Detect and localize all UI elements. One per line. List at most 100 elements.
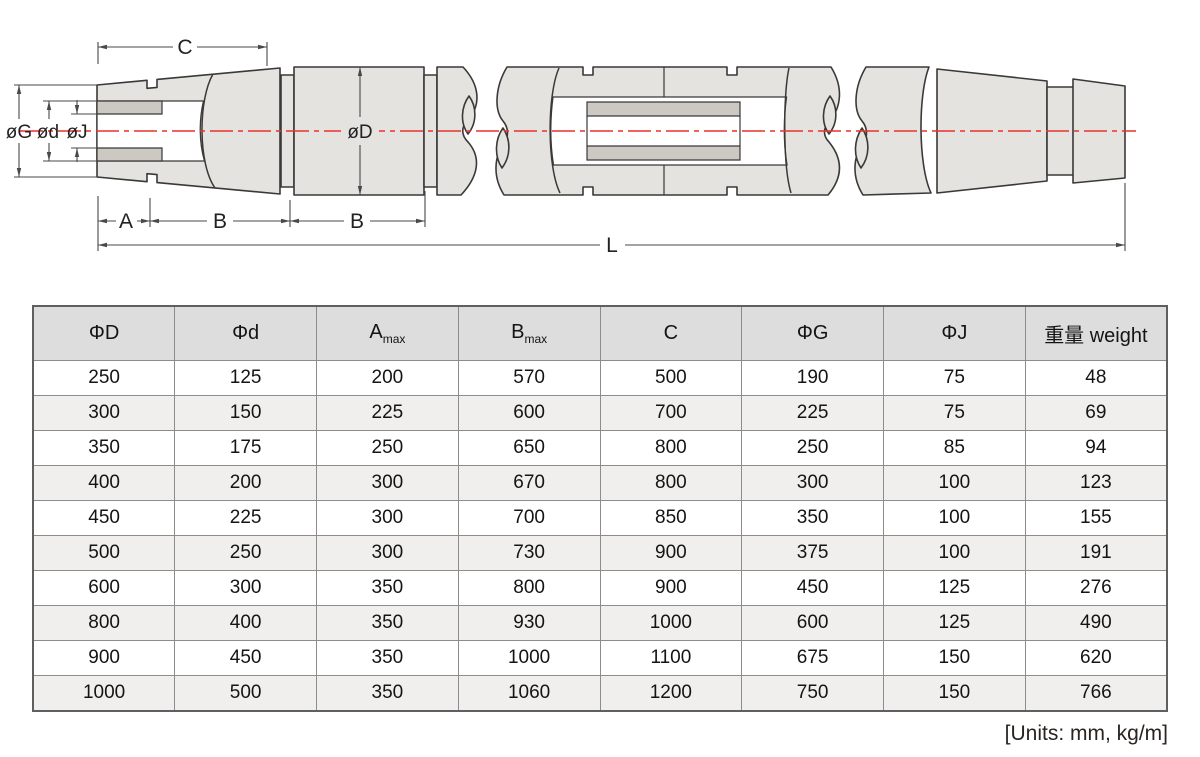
table-cell: 350: [32, 430, 176, 466]
column-header: ΦD: [32, 305, 176, 361]
table-cell: 700: [457, 500, 601, 536]
table-cell: 150: [883, 675, 1026, 712]
table-cell: 490: [1024, 605, 1168, 641]
table-cell: 300: [316, 500, 459, 536]
dim-label-l: L: [606, 234, 618, 257]
table-cell: 300: [32, 395, 176, 431]
table-cell: 175: [174, 430, 317, 466]
break-leaf: [822, 95, 837, 135]
dim-label-b1: B: [213, 210, 227, 233]
table-cell: 100: [883, 465, 1026, 501]
table-cell: 155: [1024, 500, 1168, 536]
shaft-cross-section-diagram: C øG ød øJ øD A B B: [6, 36, 1136, 257]
table-cell: 75: [883, 395, 1026, 431]
table-cell: 1060: [457, 675, 601, 712]
table-cell: 350: [316, 570, 459, 606]
table-cell: 600: [32, 570, 176, 606]
table-cell: 600: [457, 395, 601, 431]
break-leaf: [461, 95, 476, 135]
table-cell: 800: [32, 605, 176, 641]
table-cell: 69: [1024, 395, 1168, 431]
dim-label-c: C: [177, 36, 192, 59]
column-header: Φd: [174, 305, 317, 361]
table-cell: 75: [883, 360, 1026, 396]
table-cell: 900: [599, 570, 743, 606]
table-cell: 250: [316, 430, 459, 466]
table-cell: 150: [174, 395, 317, 431]
table-cell: 1200: [599, 675, 743, 712]
table-cell: 670: [457, 465, 601, 501]
table-cell: 750: [741, 675, 884, 712]
table-cell: 350: [316, 605, 459, 641]
break-leaf: [854, 127, 869, 169]
table-cell: 191: [1024, 535, 1168, 571]
table-cell: 800: [599, 430, 743, 466]
table-cell: 225: [316, 395, 459, 431]
table-cell: 123: [1024, 465, 1168, 501]
left-cone-sleeve-top: [96, 100, 163, 115]
table-cell: 850: [599, 500, 743, 536]
inner-sleeve-top: [586, 101, 741, 117]
inner-sleeve-bottom: [586, 145, 741, 161]
left-cone-sleeve-bottom: [96, 147, 163, 162]
table-cell: 400: [174, 605, 317, 641]
table-cell: 200: [316, 360, 459, 396]
table-cell: 225: [174, 500, 317, 536]
table-cell: 125: [174, 360, 317, 396]
column-header: ΦJ: [883, 305, 1026, 361]
table-cell: 1100: [599, 640, 743, 676]
table-cell: 125: [883, 570, 1026, 606]
table-cell: 250: [32, 360, 176, 396]
table-cell: 800: [457, 570, 601, 606]
dim-label-a: A: [119, 210, 133, 233]
column-header: Bmax: [457, 305, 601, 361]
table-cell: 125: [883, 605, 1026, 641]
table-cell: 1000: [32, 675, 176, 712]
table-cell: 500: [32, 535, 176, 571]
table-cell: 620: [1024, 640, 1168, 676]
table-cell: 100: [883, 500, 1026, 536]
table-cell: 450: [174, 640, 317, 676]
table-cell: 450: [741, 570, 884, 606]
table-cell: 900: [599, 535, 743, 571]
table-cell: 500: [599, 360, 743, 396]
table-cell: 276: [1024, 570, 1168, 606]
table-cell: 650: [457, 430, 601, 466]
table-cell: 225: [741, 395, 884, 431]
table-cell: 450: [32, 500, 176, 536]
table-cell: 675: [741, 640, 884, 676]
table-cell: 350: [316, 675, 459, 712]
table-cell: 350: [741, 500, 884, 536]
table-cell: 300: [741, 465, 884, 501]
column-header: ΦG: [741, 305, 884, 361]
table-cell: 250: [174, 535, 317, 571]
dim-label-phi-d: ød: [37, 122, 59, 143]
units-note: [Units: mm, kg/m]: [1004, 722, 1168, 745]
table-cell: 250: [741, 430, 884, 466]
dim-label-phi-j: øJ: [66, 122, 87, 143]
table-cell: 1000: [599, 605, 743, 641]
column-header: Amax: [316, 305, 459, 361]
table-cell: 375: [741, 535, 884, 571]
table-cell: 766: [1024, 675, 1168, 712]
column-header: C: [599, 305, 743, 361]
table-cell: 900: [32, 640, 176, 676]
dim-label-phi-big-d: øD: [347, 122, 372, 143]
dimension-lines: C øG ød øJ øD A B B: [6, 36, 1126, 257]
table-cell: 400: [32, 465, 176, 501]
table-cell: 800: [599, 465, 743, 501]
table-cell: 700: [599, 395, 743, 431]
table-cell: 300: [316, 535, 459, 571]
dim-label-b2: B: [350, 210, 364, 233]
